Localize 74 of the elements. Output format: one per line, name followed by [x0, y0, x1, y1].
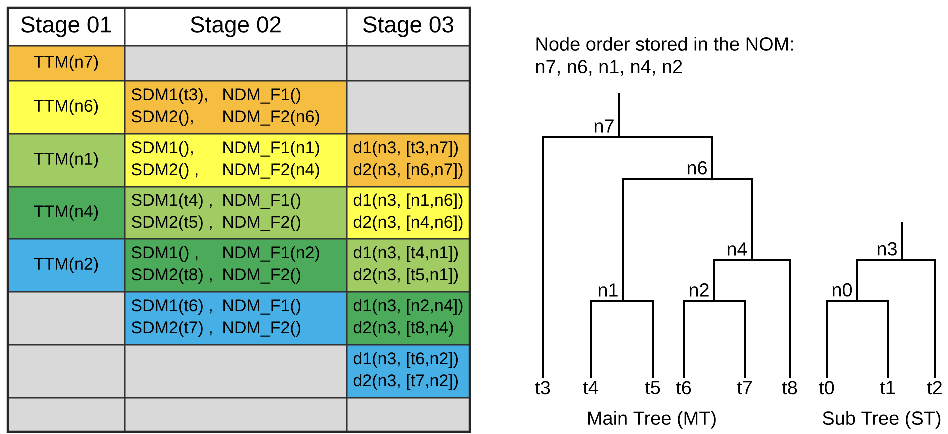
- label: NDM_F1(): [224, 194, 300, 210]
- tree-node-label: n4: [728, 242, 748, 256]
- table-cell: TTM(n4): [7, 186, 126, 240]
- label: SDM1() ,: [132, 246, 198, 262]
- label: NDM_F2(): [224, 268, 300, 284]
- tree-branch: [683, 300, 714, 378]
- table-cell: d1(n3, [t6,n2]) d2(n3, [t7,n2]): [346, 344, 471, 399]
- table-cell: TTM(n1): [7, 133, 126, 188]
- tree-branch: [712, 178, 753, 260]
- leaf-label: t6: [676, 381, 692, 395]
- label: NDM_F2(): [224, 216, 300, 232]
- label: NDM_F2(n6): [224, 110, 320, 126]
- table-cell: d1(n3, [t4,n1]) d2(n3, [t5,n1]): [346, 238, 471, 293]
- tree-caption: Sub Tree (ST): [823, 411, 941, 429]
- label: SDM2() ,: [132, 163, 198, 180]
- label: SDM2(),: [132, 110, 193, 126]
- leaf-label: t8: [782, 381, 798, 395]
- tree-node-label: n2: [690, 284, 709, 297]
- label: SDM1(t6) ,: [132, 299, 212, 316]
- leaf-label: t1: [880, 381, 895, 394]
- label: SDM2(t5) ,: [132, 216, 212, 232]
- table-cell: SDM1(t6) , NDM_F1() SDM2(t7) , NDM_F2(): [124, 291, 348, 346]
- tree-node-label: n1: [598, 284, 618, 297]
- tree-node-label: n7: [594, 120, 614, 133]
- tree-node-label: n6: [688, 161, 707, 175]
- tree-branch: [622, 178, 712, 301]
- tree-branch: [752, 259, 791, 378]
- label: NDM_F1(): [224, 88, 300, 104]
- tree-branch: [618, 93, 620, 137]
- label: NDM_F1(): [224, 299, 300, 316]
- table-cell: d1(n3, [n1,n6]) d2(n3, [n4,n6]): [346, 186, 471, 240]
- header-cell: Stage 01: [7, 7, 126, 47]
- table-cell: SDM1(), NDM_F1(n1) SDM2() , NDM_F2(n4): [124, 133, 348, 188]
- header-cell: Stage 03: [346, 7, 471, 47]
- label: SDM1(),: [132, 141, 193, 158]
- table-cell: SDM1(t4) , NDM_F1() SDM2(t5) , NDM_F2(): [124, 186, 348, 240]
- leaf-label: t3: [535, 381, 550, 395]
- tree-branch: [714, 300, 746, 378]
- leaf-label: t7: [737, 381, 752, 394]
- label: NDM_F2(): [224, 321, 300, 338]
- label: SDM2(t8) ,: [132, 268, 212, 284]
- table-cell: d1(n3, [t3,n7]) d2(n3, [n6,n7]): [346, 133, 471, 188]
- table-cell: SDM1() , NDM_F1(n2) SDM2(t8) , NDM_F2(): [124, 238, 348, 293]
- label: NDM_F1(n1): [224, 141, 320, 158]
- table-cell: TTM(n7): [7, 45, 126, 82]
- tree-branch: [542, 136, 619, 378]
- table-cell: TTM(n6): [7, 80, 126, 135]
- header-cell: Stage 02: [124, 7, 348, 47]
- tree-node-label: n3: [878, 242, 897, 256]
- leaf-label: t4: [583, 381, 598, 394]
- note-text: n7, n6, n1, n4, n2: [536, 60, 682, 76]
- table-cell: SDM1(t3), NDM_F1() SDM2(), NDM_F2(n6): [124, 80, 348, 135]
- label: SDM1(t3),: [132, 88, 208, 104]
- tree-branch: [901, 222, 903, 260]
- tree-branch: [590, 300, 623, 378]
- label: SDM2(t7) ,: [132, 321, 212, 338]
- tree-branch: [713, 259, 752, 301]
- tree-branch: [857, 300, 889, 378]
- label: NDM_F1(n2): [224, 246, 320, 262]
- tree-branch: [826, 300, 857, 378]
- tree-branch: [619, 136, 713, 179]
- table-cell: TTM(n2): [7, 238, 126, 293]
- tree-node-label: n0: [832, 283, 852, 297]
- tree-branch: [623, 300, 654, 378]
- note-text: Node order stored in the NOM:: [536, 37, 794, 51]
- label: SDM1(t4) ,: [132, 194, 212, 210]
- tree-branch: [902, 259, 936, 378]
- label: NDM_F2(n4): [224, 163, 320, 180]
- table-cell: d1(n3, [n2,n4]) d2(n3, [t8,n4): [346, 291, 471, 346]
- leaf-label: t0: [819, 381, 834, 395]
- tree-caption: Main Tree (MT): [588, 411, 716, 429]
- leaf-label: t5: [645, 381, 660, 394]
- tree-branch: [856, 259, 902, 301]
- leaf-label: t2: [927, 381, 942, 395]
